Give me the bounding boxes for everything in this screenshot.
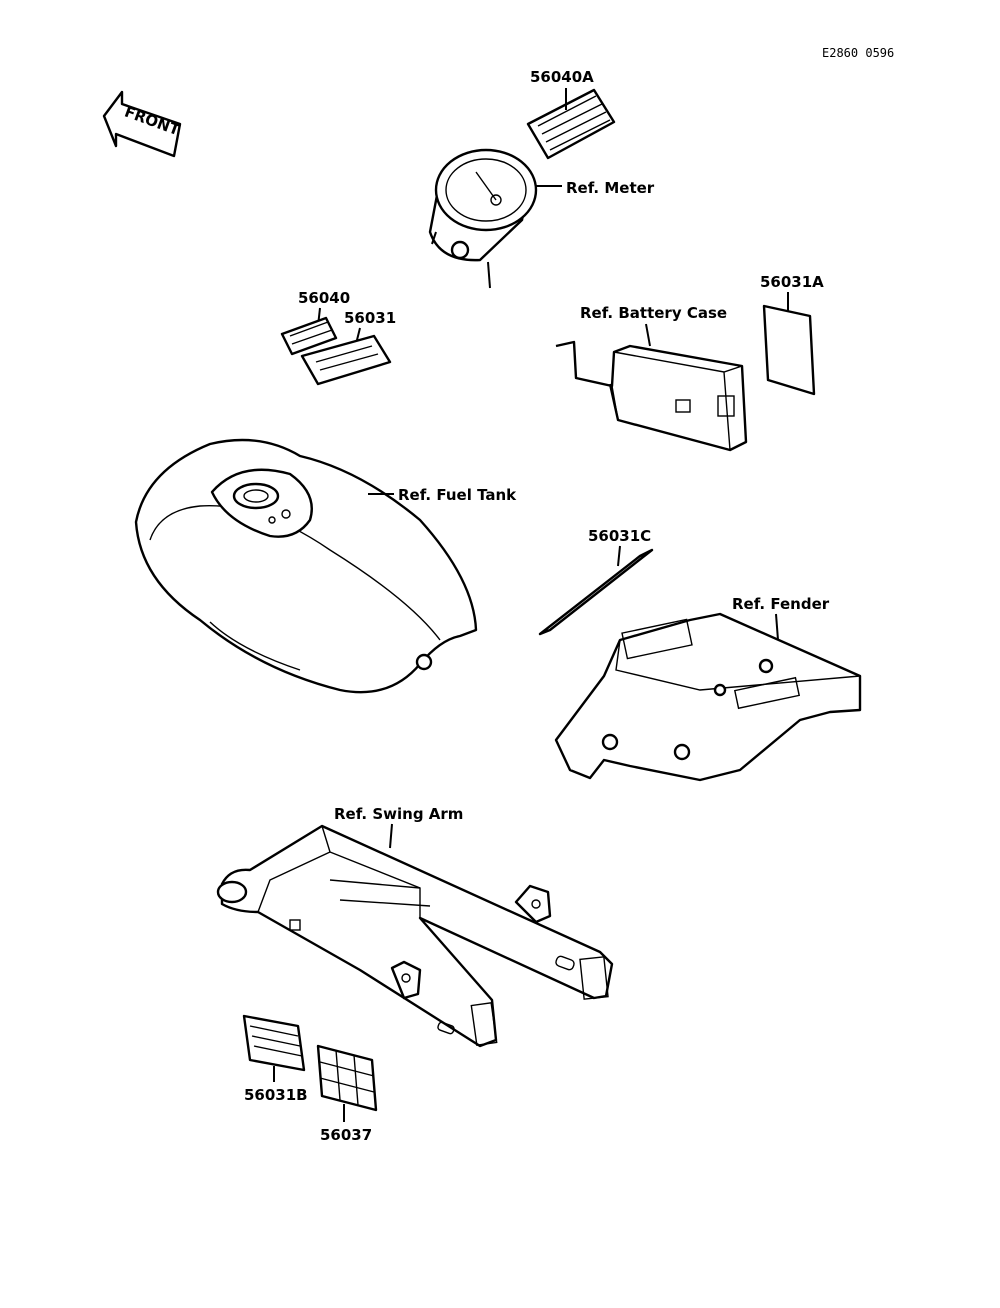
label-56031C <box>538 548 654 636</box>
leader-line <box>775 613 779 641</box>
label-56031A <box>762 304 816 396</box>
leader-line <box>645 323 651 347</box>
label-56040 <box>280 316 338 356</box>
part-number-56040A: 56040A <box>530 68 594 86</box>
meter <box>428 148 538 289</box>
fuel-tank <box>134 438 478 694</box>
ref-battery-case-label: Ref. Battery Case <box>580 304 727 322</box>
swing-arm <box>216 824 614 1048</box>
label-56037 <box>316 1044 378 1112</box>
part-number-56037: 56037 <box>320 1126 372 1144</box>
part-number-56040: 56040 <box>298 289 350 307</box>
label-56040A <box>526 88 616 160</box>
ref-fender-label: Ref. Fender <box>732 595 830 613</box>
part-number-56031C: 56031C <box>588 527 651 545</box>
leader-line <box>389 823 393 849</box>
fender <box>554 612 862 782</box>
part-number-56031A: 56031A <box>760 273 824 291</box>
label-56031 <box>300 334 392 386</box>
ref-meter-label: Ref. Meter <box>566 179 655 197</box>
front-arrow-icon: FRONT <box>102 90 183 158</box>
leader-line <box>617 545 621 567</box>
part-number-56031: 56031 <box>344 309 396 327</box>
ref-fuel-tank-label: Ref. Fuel Tank <box>398 486 517 504</box>
drawing-code: E2860 0596 <box>822 46 894 60</box>
battery-case <box>555 340 748 452</box>
label-56031B <box>242 1014 306 1072</box>
ref-swing-arm-label: Ref. Swing Arm <box>334 805 463 823</box>
part-number-56031B: 56031B <box>244 1086 308 1104</box>
